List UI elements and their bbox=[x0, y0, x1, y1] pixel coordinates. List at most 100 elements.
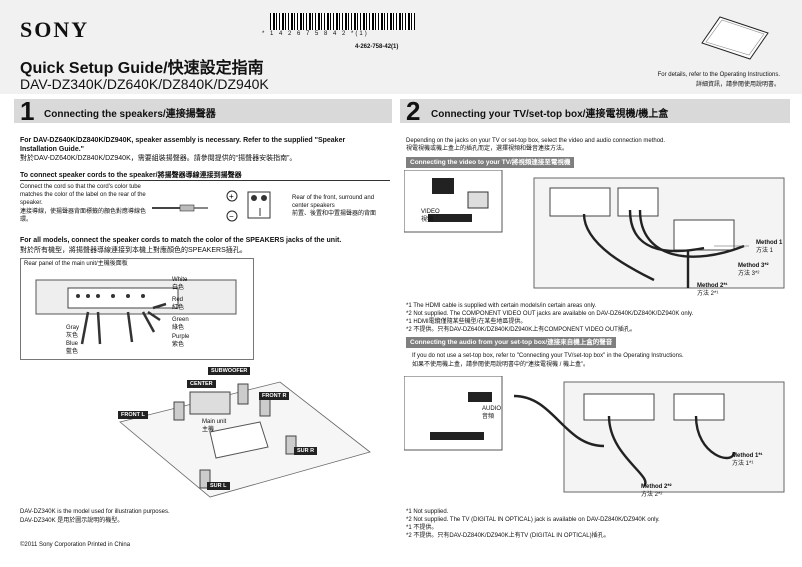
details-note: For details, refer to the Operating Inst… bbox=[590, 70, 780, 90]
audio-connection-bar: Connecting the audio from your set-top b… bbox=[406, 337, 617, 348]
color-white-zh: 白色 bbox=[172, 285, 185, 291]
section1-title: Connecting the speakers/連接揚聲器 bbox=[44, 109, 216, 120]
color-gray-zh: 灰色 bbox=[66, 333, 79, 339]
audio-method1-zh: 方法 1*¹ bbox=[732, 461, 754, 467]
color-purple-en: Purple bbox=[172, 334, 190, 340]
color-gray-en: Gray bbox=[66, 325, 80, 331]
barcode bbox=[270, 13, 415, 30]
sub1-title: To connect speaker cords to the speaker/… bbox=[20, 172, 242, 179]
section2-number: 2 bbox=[406, 96, 421, 126]
tag-sur-r: SUR R bbox=[294, 447, 318, 455]
color-purple-zh: 紫色 bbox=[172, 342, 185, 348]
svg-text:−: − bbox=[229, 212, 234, 221]
video-en: VIDEO bbox=[421, 209, 440, 215]
divider bbox=[20, 180, 390, 181]
tag-front-r: FRONT R bbox=[259, 392, 290, 400]
color-white: White 白色 bbox=[172, 276, 187, 292]
section2-title: Connecting your TV/set-top box/連接電視機/機上盒 bbox=[431, 109, 669, 120]
main-unit-en: Main unit bbox=[202, 419, 227, 425]
audio-label: AUDIO 音頻 bbox=[482, 405, 501, 421]
rear-panel-label: Rear panel of the main unit/主機後面板 bbox=[24, 261, 128, 267]
color-gray: Gray 灰色 bbox=[66, 324, 79, 340]
section1-heading-bar bbox=[14, 99, 392, 123]
color-purple: Purple 紫色 bbox=[172, 333, 189, 349]
color-green: Green 綠色 bbox=[172, 316, 189, 332]
illustration-note-zh: DAV-DZ340K 是用於圖示說明的機型。 bbox=[20, 518, 124, 524]
audio-method2-zh: 方法 2*² bbox=[641, 492, 663, 498]
color-red: Red 紅色 bbox=[172, 296, 184, 312]
audio-method1-label: Method 1*¹ 方法 1*¹ bbox=[732, 452, 763, 468]
video-note: *2 不提供。只有DAV-DZ640K/DZ840K/DZ940K上有COMPO… bbox=[406, 327, 636, 333]
section1-number: 1 bbox=[20, 96, 35, 126]
audio-intro-en: If you do not use a set-top box, refer t… bbox=[412, 353, 684, 359]
audio-intro-zh: 如果不使用機上盒，請參閱使用說明書中的“連接電視機 / 機上盒”。 bbox=[412, 362, 589, 368]
tag-subwoofer: SUBWOOFER bbox=[208, 367, 251, 375]
manual-book-icon bbox=[701, 16, 769, 60]
video-connection-diagram bbox=[404, 170, 785, 289]
audio-connection-diagram bbox=[404, 376, 785, 493]
rear-speakers-zh: 前置、後置和中置揚聲器的背面 bbox=[292, 211, 377, 217]
method1-zh: 方法 1 bbox=[756, 248, 774, 254]
audio-note: *2 不提供。只有DAV-DZ840K/DZ940K上有TV (DIGITAL … bbox=[406, 533, 610, 539]
method3-zh: 方法 3*² bbox=[738, 271, 760, 277]
tag-center: CENTER bbox=[187, 380, 216, 388]
video-label: VIDEO 視頻 bbox=[421, 208, 440, 224]
rear-panel-box bbox=[20, 258, 254, 360]
details-en: For details, refer to the Operating Inst… bbox=[657, 72, 780, 78]
tag-front-l: FRONT L bbox=[118, 411, 148, 419]
speaker-cord-diagram: + − bbox=[152, 190, 271, 222]
audio-note: *1 不提供。 bbox=[406, 525, 438, 531]
audio-method2-en: Method 2*² bbox=[641, 484, 672, 490]
audio-method1-en: Method 1*¹ bbox=[732, 453, 763, 459]
method1-en: Method 1 bbox=[756, 240, 783, 246]
method2-zh: 方法 2*¹ bbox=[697, 291, 719, 297]
color-green-en: Green bbox=[172, 317, 189, 323]
rear-panel-drawing bbox=[35, 279, 237, 345]
color-blue: Blue 藍色 bbox=[66, 340, 78, 356]
audio-note: *1 Not supplied. bbox=[406, 509, 449, 515]
color-blue-zh: 藍色 bbox=[66, 349, 79, 355]
method2-label: Method 2*¹ 方法 2*¹ bbox=[697, 282, 728, 298]
doc-code: 4-262-758-42(1) bbox=[355, 44, 399, 50]
svg-text:+: + bbox=[229, 192, 234, 201]
video-connection-bar: Connecting the video to your TV/將視頻連接至電視… bbox=[406, 157, 575, 168]
color-red-en: Red bbox=[172, 297, 184, 303]
color-green-zh: 綠色 bbox=[172, 325, 185, 331]
color-blue-en: Blue bbox=[66, 341, 79, 347]
section1-intro-en: For DAV-DZ640K/DZ840K/DZ940K, speaker as… bbox=[20, 137, 346, 153]
section2-heading-bar bbox=[400, 99, 790, 123]
section2-intro-zh: 視電視機或機上盒上的插孔而定，選擇視頻和聲音連接方法。 bbox=[406, 146, 569, 152]
main-unit-label: Main unit 主機 bbox=[202, 418, 226, 434]
audio-notes: *1 Not supplied. *2 Not supplied. The TV… bbox=[406, 508, 786, 540]
sub1-en: Connect the cord so that the cord's colo… bbox=[20, 184, 146, 206]
sub1-zh: 連接導線，使揚聲器背面標籤的顏色對應導線色環。 bbox=[20, 209, 147, 223]
model-list: DAV-DZ340K/DZ640K/DZ840K/DZ940K bbox=[20, 76, 269, 92]
video-note: *2 Not supplied. The COMPONENT VIDEO OUT… bbox=[406, 311, 694, 317]
tag-sur-l: SUR L bbox=[207, 482, 230, 490]
video-note: *1 HDMI電纜僅隨某些機型/在某些地區提供。 bbox=[406, 319, 527, 325]
method1-label: Method 1 方法 1 bbox=[756, 239, 782, 255]
color-red-zh: 紅色 bbox=[172, 305, 185, 311]
illustration-note-en: DAV-DZ340K is the model used for illustr… bbox=[20, 509, 170, 515]
video-zh: 視頻 bbox=[421, 217, 434, 223]
sub2-en: For all models, connect the speaker cord… bbox=[20, 237, 342, 244]
color-white-en: White bbox=[172, 277, 188, 283]
method3-en: Method 3*² bbox=[738, 263, 769, 269]
page-title: Quick Setup Guide/快速設定指南 bbox=[20, 60, 264, 77]
video-notes: *1 The HDMI cable is supplied with certa… bbox=[406, 302, 786, 334]
main-unit-zh: 主機 bbox=[202, 427, 215, 433]
copyright: ©2011 Sony Corporation Printed in China bbox=[20, 542, 131, 548]
section2-intro-en: Depending on the jacks on your TV or set… bbox=[406, 138, 666, 144]
method2-en: Method 2*¹ bbox=[697, 283, 728, 289]
sony-logo: SONY bbox=[20, 17, 90, 42]
audio-method2-label: Method 2*² 方法 2*² bbox=[641, 483, 672, 499]
section1-intro-zh: 對於DAV-DZ640K/DZ840K/DZ940K，需要組裝揚聲器。請參閱提供… bbox=[20, 155, 297, 162]
video-note: *1 The HDMI cable is supplied with certa… bbox=[406, 303, 597, 309]
sub2-zh: 對於所有機型，將揚聲器導線連接到本機上對應顏色的SPEAKERS插孔。 bbox=[20, 247, 247, 254]
barcode-text: * 1 4 2 6 7 5 8 4 2 *(1) bbox=[262, 31, 369, 37]
details-zh: 詳細資訊，請參閱使用說明書。 bbox=[695, 82, 780, 88]
method3-label: Method 3*² 方法 3*² bbox=[738, 262, 769, 278]
room-diagram bbox=[119, 381, 371, 498]
audio-note: *2 Not supplied. The TV (DIGITAL IN OPTI… bbox=[406, 517, 660, 523]
rear-speakers-en: Rear of the front, surround and center s… bbox=[292, 195, 375, 209]
